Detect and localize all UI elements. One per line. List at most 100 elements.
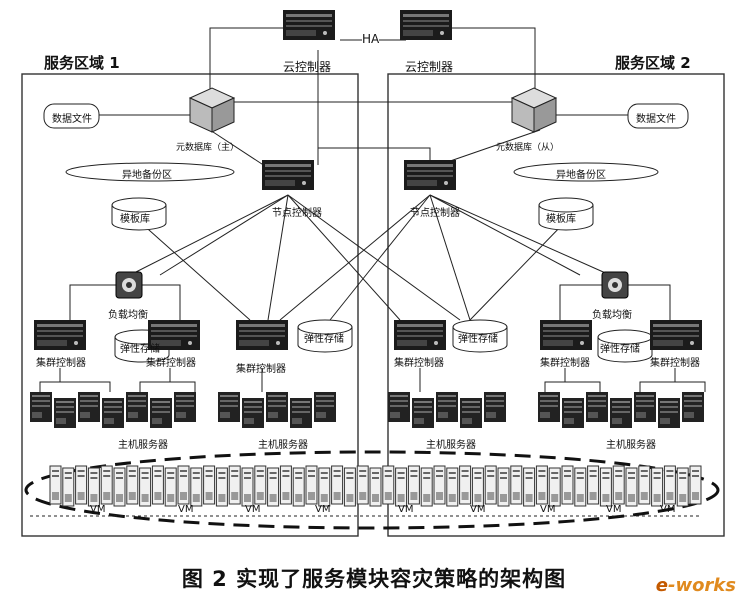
right-load-balancer-label: 负载均衡 (592, 310, 632, 321)
figure-caption: 图 2 实现了服务模块容灾策略的架构图 (181, 567, 567, 591)
vm-instance (484, 465, 497, 505)
host-server-group-4 (538, 392, 704, 428)
vm-label: VM (540, 504, 556, 515)
region-2-box (387, 73, 725, 537)
left-load-balancer-label: 负载均衡 (108, 310, 148, 321)
vm-label: VM (660, 504, 676, 515)
vm-instance (267, 467, 280, 507)
vm-instance (420, 467, 433, 507)
left-host-b-label: 主机服务器 (258, 436, 308, 451)
vm-instance (510, 465, 523, 505)
vm-instance (75, 465, 88, 505)
cloud-controller-right (400, 10, 452, 40)
cluster-controller-1 (34, 320, 86, 350)
left-cluster-c-label: 集群控制器 (236, 364, 286, 375)
vm-instance (599, 467, 612, 507)
vm-instance (305, 465, 318, 505)
region-1-box (21, 73, 359, 537)
left-cluster-a-label: 集群控制器 (36, 358, 86, 369)
vm-instance (548, 467, 561, 507)
right-cluster-b-label: 集群控制器 (540, 358, 590, 369)
left-elastic-storage-a-label: 弹性存储 (120, 344, 160, 355)
ha-label: HA (362, 32, 380, 46)
cloud-controller-left (283, 10, 335, 40)
vm-instance (164, 467, 177, 507)
architecture-diagram (21, 10, 725, 537)
vm-instance (292, 467, 305, 507)
left-node-controller-label: 节点控制器 (272, 208, 322, 219)
vm-instance (382, 465, 395, 505)
left-elastic-storage-b-label: 弹性存储 (304, 334, 344, 345)
vm-row (49, 465, 702, 507)
vm-instance (574, 467, 587, 507)
vm-instance (395, 467, 408, 507)
left-data-file-label: 数据文件 (52, 114, 92, 125)
e-works-logo: e-works (655, 575, 736, 596)
vm-instance (228, 465, 241, 505)
load-balancer-left (115, 271, 143, 299)
vm-instance (369, 467, 382, 507)
vm-instance (62, 467, 75, 507)
vm-instance (535, 465, 548, 505)
host-server-group-1 (30, 392, 196, 428)
vm-label: VM (315, 504, 331, 515)
right-elastic-storage-a-label: 弹性存储 (458, 334, 498, 345)
load-balancer-right (601, 271, 629, 299)
vm-instance (177, 465, 190, 505)
right-cluster-c-label: 集群控制器 (650, 358, 700, 369)
vm-instance (100, 465, 113, 505)
vm-instance (587, 465, 600, 505)
vm-label: VM (178, 504, 194, 515)
vm-instance (151, 465, 164, 505)
vm-instance (689, 465, 702, 505)
left-host-a-label: 主机服务器 (118, 436, 168, 451)
vm-instance (497, 467, 510, 507)
cloud-controller-right-label: 云控制器 (405, 60, 454, 74)
right-remote-backup-label: 异地备份区 (556, 170, 606, 181)
region-2-title: 服务区域 2 (615, 54, 691, 72)
vm-instance (215, 467, 228, 507)
vm-label: VM (606, 504, 622, 515)
vm-instance (113, 467, 126, 507)
vm-label: VM (90, 504, 106, 515)
vm-instance (523, 467, 536, 507)
node-controller-right (404, 160, 456, 190)
vm-instance (139, 467, 152, 507)
vm-instance (471, 467, 484, 507)
right-elastic-storage-b-label: 弹性存储 (600, 344, 640, 355)
right-host-a-label: 主机服务器 (426, 436, 476, 451)
vm-instance (254, 465, 267, 505)
left-template-lib-label: 模板库 (120, 214, 150, 225)
vm-instance (343, 467, 356, 507)
left-metadb-label: 元数据库（主） (176, 143, 240, 153)
vm-label: VM (470, 504, 486, 515)
cluster-controller-5 (540, 320, 592, 350)
vm-instance (651, 467, 664, 507)
host-server-group-2 (218, 392, 336, 428)
cluster-controller-6 (650, 320, 702, 350)
metadb-master (189, 87, 235, 133)
right-host-b-label: 主机服务器 (606, 436, 656, 451)
right-metadb-label: 元数据库（从） (496, 143, 560, 153)
vm-instance (318, 467, 331, 507)
vm-instance (433, 465, 446, 505)
right-cluster-a-label: 集群控制器 (394, 358, 444, 369)
right-template-lib-label: 模板库 (546, 214, 576, 225)
vm-instance (279, 465, 292, 505)
cloud-controller-left-label: 云控制器 (283, 60, 332, 74)
right-data-file-label: 数据文件 (636, 114, 676, 125)
vm-instance (407, 465, 420, 505)
vm-instance (356, 465, 369, 505)
node-controller-left (262, 160, 314, 190)
left-cluster-b-label: 集群控制器 (146, 358, 196, 369)
vm-instance (459, 465, 472, 505)
vm-label: VM (245, 504, 261, 515)
right-node-controller-label: 节点控制器 (410, 208, 460, 219)
left-remote-backup-label: 异地备份区 (122, 170, 172, 181)
vm-instance (612, 465, 625, 505)
vm-pool-ellipse (24, 450, 720, 530)
region-1-title: 服务区域 1 (44, 54, 120, 72)
vm-instance (203, 465, 216, 505)
vm-instance (241, 467, 254, 507)
vm-instance (638, 465, 651, 505)
